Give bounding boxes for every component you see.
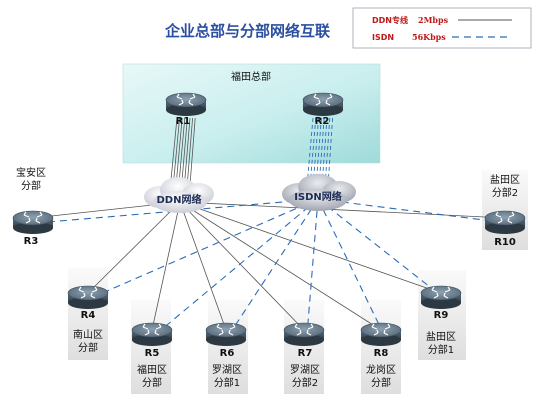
branch-label-r7: 罗湖区 bbox=[290, 364, 320, 376]
hq-label: 福田总部 bbox=[231, 70, 271, 83]
ddn-link-r6 bbox=[179, 201, 227, 331]
panel-r9 bbox=[418, 270, 466, 360]
ddn-link-r5 bbox=[151, 201, 181, 331]
branch-label-r9: 盐田区 bbox=[426, 330, 456, 343]
router-arrows-icon bbox=[216, 323, 236, 336]
branch-label-r8: 分部 bbox=[371, 376, 391, 389]
router-arrows-icon bbox=[431, 286, 451, 299]
panel-r6 bbox=[208, 300, 248, 394]
ddn-trunk-line bbox=[186, 117, 193, 191]
legend-ddn-label: DDN专线 bbox=[372, 15, 408, 25]
router-id-r1: R1 bbox=[176, 116, 191, 127]
panel-r4 bbox=[68, 268, 108, 360]
router-id-r7: R7 bbox=[298, 348, 313, 359]
branch-label-r8: 龙岗区 bbox=[366, 363, 396, 376]
legend-box bbox=[352, 7, 532, 49]
router-arrows-icon bbox=[313, 93, 333, 106]
router-id-r4: R4 bbox=[81, 310, 96, 321]
branch-label-r6: 罗湖区 bbox=[212, 364, 242, 376]
isdn-trunk-line bbox=[324, 117, 331, 187]
router-id-r6: R6 bbox=[220, 348, 235, 359]
router-id-r9: R9 bbox=[434, 310, 449, 321]
router-arrows-icon bbox=[78, 286, 98, 299]
router-id-r3: R3 bbox=[24, 236, 39, 247]
router-r1: R1 bbox=[165, 92, 207, 127]
branch-label-r5: 福田区 bbox=[137, 363, 167, 376]
isdn-trunk-line bbox=[306, 117, 314, 187]
isdn-trunk-line bbox=[327, 117, 334, 187]
ddn-link-r9 bbox=[179, 201, 442, 294]
isdn-cloud-label: ISDN网络 bbox=[294, 190, 342, 203]
router-id-r8: R8 bbox=[374, 348, 389, 359]
branch-label-r4: 分部 bbox=[78, 341, 98, 354]
legend: DDN专线 2Mbps ISDN 56Kbps bbox=[352, 7, 532, 49]
router-id-r2: R2 bbox=[315, 116, 330, 127]
legend-isdn-label: ISDN bbox=[372, 33, 394, 42]
branch-label-r9: 分部1 bbox=[428, 343, 454, 356]
isdn-trunk-line bbox=[309, 117, 317, 187]
ddn-trunk-line bbox=[189, 117, 196, 191]
isdn-link-r6 bbox=[228, 198, 319, 336]
ddn-trunk-line bbox=[183, 117, 191, 191]
branch-label-r10: 盐田区 bbox=[490, 173, 520, 186]
router-arrows-icon bbox=[294, 323, 314, 336]
branch-label-r5: 分部 bbox=[142, 376, 162, 389]
branch-label-r7: 分部2 bbox=[292, 376, 318, 389]
branch-label-r3: 分部 bbox=[21, 179, 41, 192]
router-r2: R2 bbox=[302, 92, 344, 127]
isdn-cloud: ISDN网络 bbox=[282, 174, 356, 211]
ddn-link-r7 bbox=[179, 201, 305, 331]
router-arrows-icon bbox=[176, 93, 196, 106]
router-arrows-icon bbox=[371, 323, 391, 336]
branch-label-r10: 分部2 bbox=[492, 186, 518, 199]
router-id-r10: R10 bbox=[494, 237, 516, 248]
isdn-link-r7 bbox=[306, 198, 319, 336]
router-arrows-icon bbox=[23, 211, 43, 224]
branch-panels bbox=[68, 170, 528, 394]
router-id-r5: R5 bbox=[145, 348, 160, 359]
panel-r10 bbox=[482, 170, 528, 250]
router-arrows-icon bbox=[495, 211, 515, 224]
branch-label-r3: 宝安区 bbox=[16, 166, 46, 179]
ddn-cloud: DDN网络 bbox=[144, 177, 214, 213]
ddn-cloud-label: DDN网络 bbox=[157, 193, 202, 206]
ddn-link-r8 bbox=[179, 201, 382, 331]
isdn-link-r10 bbox=[317, 198, 509, 224]
branch-label-r4: 南山区 bbox=[73, 328, 103, 341]
isdn-link-r4 bbox=[90, 198, 319, 299]
diagram-title: 企业总部与分部网络互联 bbox=[164, 22, 331, 40]
legend-ddn-rate: 2Mbps bbox=[418, 15, 449, 25]
isdn-link-r8 bbox=[317, 198, 385, 336]
ddn-link-r4 bbox=[87, 201, 181, 294]
panel-r5 bbox=[131, 300, 171, 394]
branch-label-r6: 分部1 bbox=[214, 376, 240, 389]
isdn-link-r9 bbox=[317, 198, 445, 299]
router-arrows-icon bbox=[142, 323, 162, 336]
legend-isdn-rate: 56Kbps bbox=[412, 32, 446, 42]
panel-r8 bbox=[361, 300, 401, 394]
